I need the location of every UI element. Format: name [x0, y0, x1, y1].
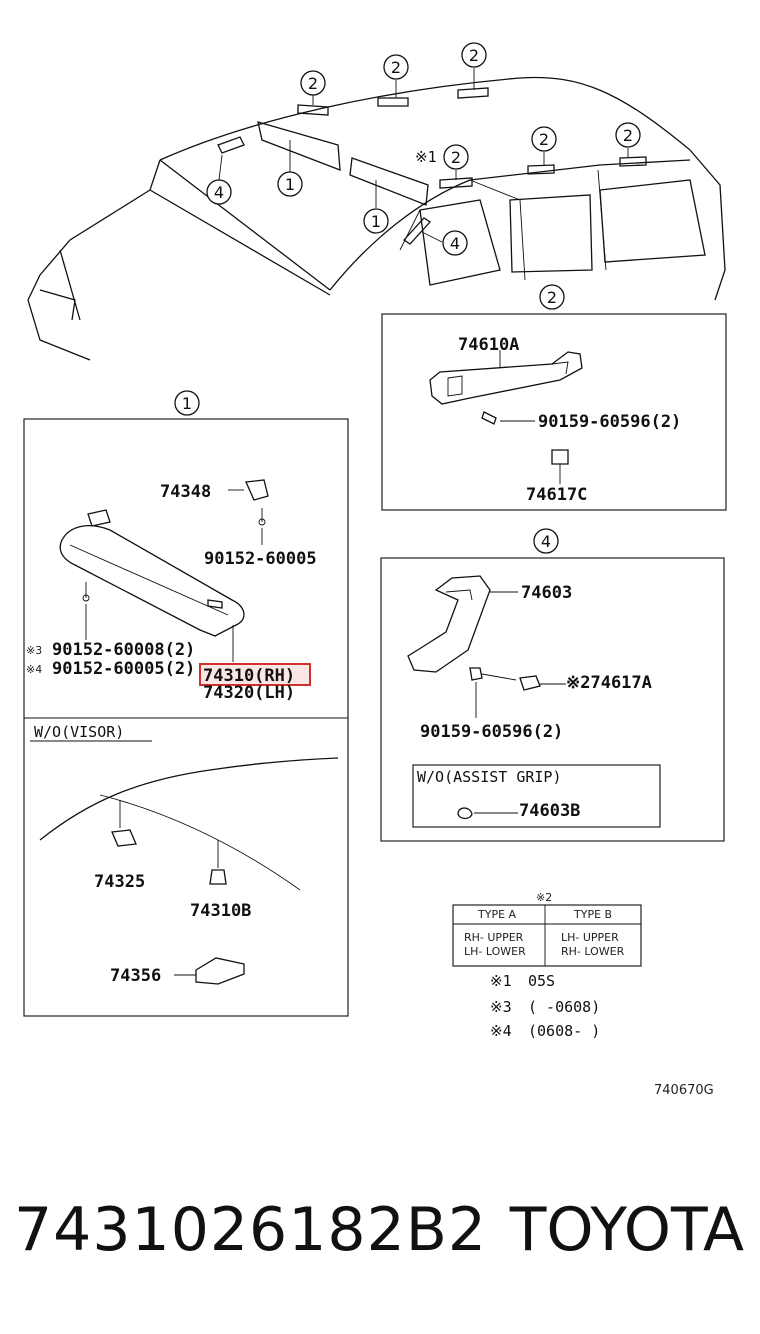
grab-handle-illustration [429, 350, 583, 484]
type-b-header: TYPE B [573, 908, 612, 921]
section-1-frame [23, 418, 349, 1017]
brand-name: TOYOTA [509, 1195, 744, 1265]
note-4-text: (0608- ) [528, 1022, 600, 1040]
wo-visor-title: W/O(VISOR) [34, 723, 124, 741]
part-74325-label: 74325 [94, 872, 145, 892]
part-74310-rh-label[interactable]: 74310(RH) [203, 666, 295, 686]
note-3-mark: ※3 [490, 998, 512, 1016]
note-3-mark: ※3 [26, 644, 42, 657]
callout-number: 2 [391, 58, 401, 77]
notes-list: ※1 05S ※3 ( -0608) ※4 (0608- ) [490, 972, 600, 1040]
callout-2: 2 [461, 42, 487, 68]
part-74603b-label: 74603B [519, 801, 580, 821]
wo-assist-grip-title: W/O(ASSIST GRIP) [417, 768, 562, 786]
callout-number: 2 [469, 46, 479, 65]
part-90159-60596-label: 90159-60596(2) [538, 412, 681, 432]
part-74617c-label: 74617C [526, 485, 587, 505]
callout-number: 2 [623, 126, 633, 145]
callout-1: 1 [363, 208, 389, 234]
callout-number: 1 [285, 175, 295, 194]
callout-number: 2 [308, 74, 318, 93]
note-1-text: 05S [528, 972, 555, 990]
part-90152-60008-label: 90152-60008(2) [52, 640, 195, 660]
type-a-header: TYPE A [477, 908, 517, 921]
note-3-text: ( -0608) [528, 998, 600, 1016]
type-table: ※2 TYPE A TYPE B RH- UPPER LH- LOWER LH-… [452, 891, 642, 967]
callout-number: 1 [371, 212, 381, 231]
part-74617a-label: ※274617A [566, 673, 652, 693]
type-table-note-mark: ※2 [536, 891, 552, 904]
diagram-code: 740670G [654, 1083, 714, 1098]
vehicle-roof-illustration [27, 68, 726, 361]
section-header-number: 1 [182, 394, 192, 413]
type-b-line-1: LH- UPPER [561, 931, 619, 944]
part-74603-label: 74603 [521, 583, 572, 603]
part-74320-lh-label: 74320(LH) [203, 683, 295, 703]
sun-visor-illustration [59, 479, 269, 662]
section-grip-bracket: 4 74603 ※274617A 90159-60596(2) W/O(ASSI… [380, 528, 725, 842]
section-header-number: 4 [541, 532, 551, 551]
section-header-number: 2 [547, 288, 557, 307]
note-1-mark: ※1 [415, 148, 437, 166]
part-74356-label: 74356 [110, 966, 161, 986]
section-4-frame [380, 557, 725, 842]
callout-4: 4 [206, 179, 232, 205]
callout-number: 2 [539, 130, 549, 149]
type-a-line-2: LH- LOWER [464, 945, 526, 958]
callout-2: 2 [531, 126, 557, 152]
note-4-mark: ※4 [26, 663, 42, 676]
section-sun-visor: 1 74348 90152-60005 ※3 90152-60008(2) ※4… [23, 390, 349, 1017]
part-74610a-label: 74610A [458, 335, 519, 355]
footer: 7431026182B2 TOYOTA [0, 1195, 760, 1275]
part-number: 7431026182B2 [14, 1195, 488, 1265]
section-assist-grip: 2 74610A 90159-60596(2) 74617C [381, 284, 727, 511]
wo-visor-illustration [39, 757, 339, 985]
note-1-mark: ※1 [490, 972, 512, 990]
note-4-mark: ※4 [490, 1022, 512, 1040]
callout-1: 1 [277, 171, 303, 197]
part-74348-label: 74348 [160, 482, 211, 502]
callout-number: 4 [214, 183, 224, 202]
part-74310b-label: 74310B [190, 901, 251, 921]
callout-2: 2 [443, 144, 469, 170]
grip-bracket-illustration [407, 575, 566, 718]
section-2-frame [381, 313, 727, 511]
callout-2: 2 [300, 70, 326, 96]
callout-2: 2 [615, 122, 641, 148]
type-a-line-1: RH- UPPER [464, 931, 524, 944]
callout-number: 4 [450, 234, 460, 253]
callout-2: 2 [383, 54, 409, 80]
type-b-line-2: RH- LOWER [561, 945, 625, 958]
part-90152-60005-label: 90152-60005 [204, 549, 317, 569]
part-90152-60005-2-label: 90152-60005(2) [52, 659, 195, 679]
part-90159-60596-label: 90159-60596(2) [420, 722, 563, 742]
callout-number: 2 [451, 148, 461, 167]
highlighted-part-frame [199, 663, 311, 686]
callout-4: 4 [442, 230, 468, 256]
wo-assist-grip-frame [412, 764, 661, 828]
